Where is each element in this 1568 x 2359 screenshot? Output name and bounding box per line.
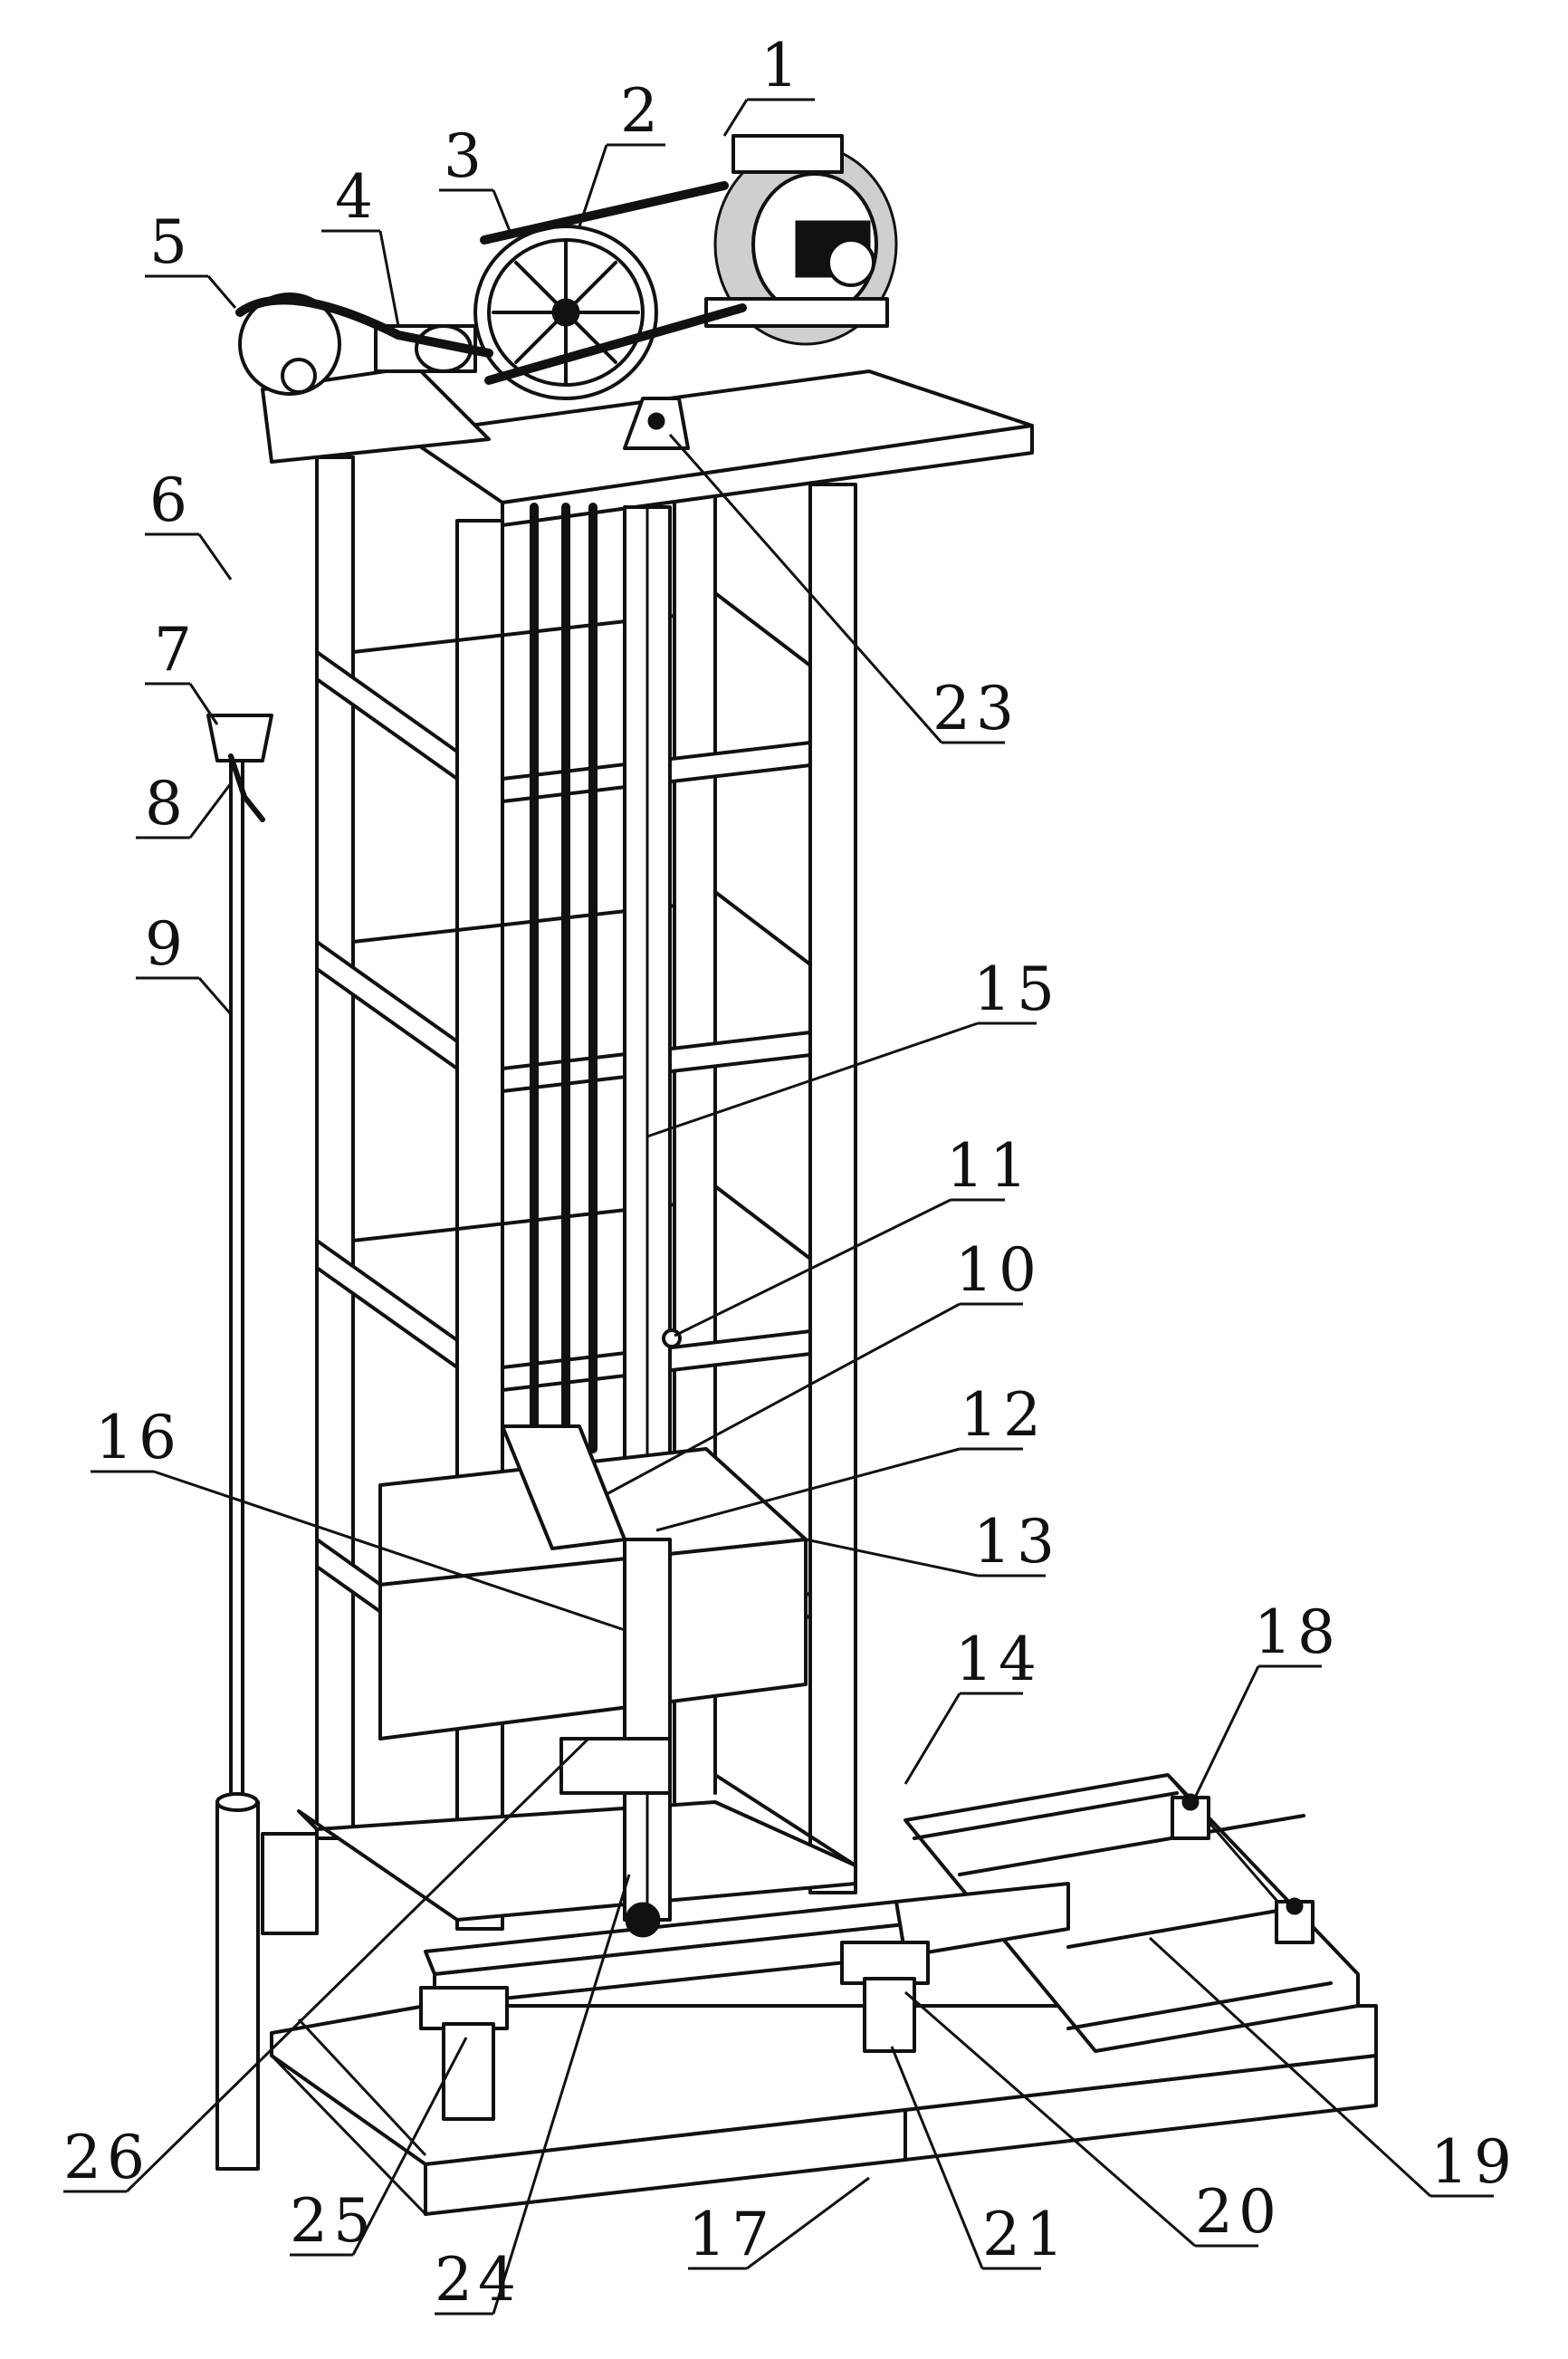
guide-rails-right <box>904 1773 1360 2053</box>
label-23: 23 <box>932 674 1019 743</box>
label-6: 6 <box>149 465 193 535</box>
label-9: 9 <box>145 909 188 979</box>
label-18: 18 <box>1254 1597 1341 1667</box>
label-14: 14 <box>955 1625 1042 1694</box>
label-2: 2 <box>620 76 664 146</box>
base-fixtures <box>419 1793 1315 2121</box>
car-cage <box>378 1424 808 1938</box>
label-17: 17 <box>688 2200 775 2269</box>
label-13: 13 <box>973 1507 1060 1577</box>
label-5: 5 <box>149 207 193 277</box>
label-1: 1 <box>760 31 804 101</box>
top-platform <box>261 365 1034 527</box>
label-26: 26 <box>63 2123 150 2192</box>
label-8: 8 <box>145 769 188 839</box>
label-7: 7 <box>154 615 197 685</box>
label-21: 21 <box>982 2200 1069 2269</box>
label-19: 19 <box>1430 2127 1517 2197</box>
label-4: 4 <box>335 162 378 232</box>
drive-machinery <box>235 134 898 450</box>
label-25: 25 <box>290 2186 377 2256</box>
counterweight-post <box>215 741 319 2171</box>
label-11: 11 <box>946 1131 1033 1201</box>
leader-lines <box>63 98 1494 2316</box>
label-3: 3 <box>444 121 487 191</box>
label-20: 20 <box>1195 2177 1282 2247</box>
counterweight-clamp <box>206 714 273 822</box>
part-labels: 1 2 3 4 5 6 7 8 9 23 15 11 10 12 13 14 1… <box>63 31 1517 2315</box>
label-16: 16 <box>95 1403 182 1472</box>
label-24: 24 <box>435 2245 521 2315</box>
label-15: 15 <box>973 954 1060 1024</box>
label-10: 10 <box>955 1235 1042 1305</box>
front-beam <box>424 1882 1070 2008</box>
label-12: 12 <box>960 1380 1047 1450</box>
